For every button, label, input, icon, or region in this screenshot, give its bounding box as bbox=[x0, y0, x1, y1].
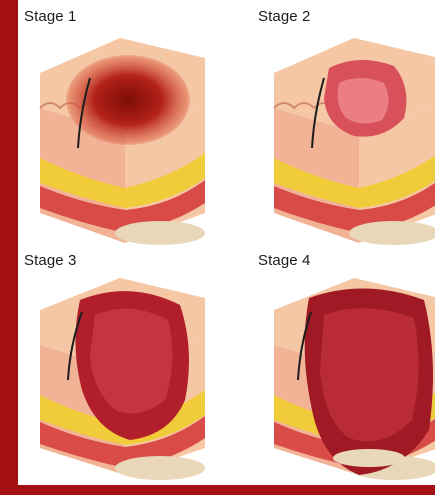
stage-4-illustration bbox=[254, 270, 435, 495]
stage-2-title: Stage 2 bbox=[258, 8, 310, 25]
stage-1-illustration bbox=[20, 28, 220, 253]
page-frame: Stage 1 bbox=[0, 0, 435, 485]
stage-1-title: Stage 1 bbox=[24, 8, 76, 25]
stage-3-title: Stage 3 bbox=[24, 252, 76, 269]
stage-3-illustration bbox=[20, 270, 220, 495]
diagram-panel: Stage 1 bbox=[18, 0, 435, 485]
stage-4-title: Stage 4 bbox=[258, 252, 310, 269]
stage-2-illustration bbox=[254, 28, 435, 253]
